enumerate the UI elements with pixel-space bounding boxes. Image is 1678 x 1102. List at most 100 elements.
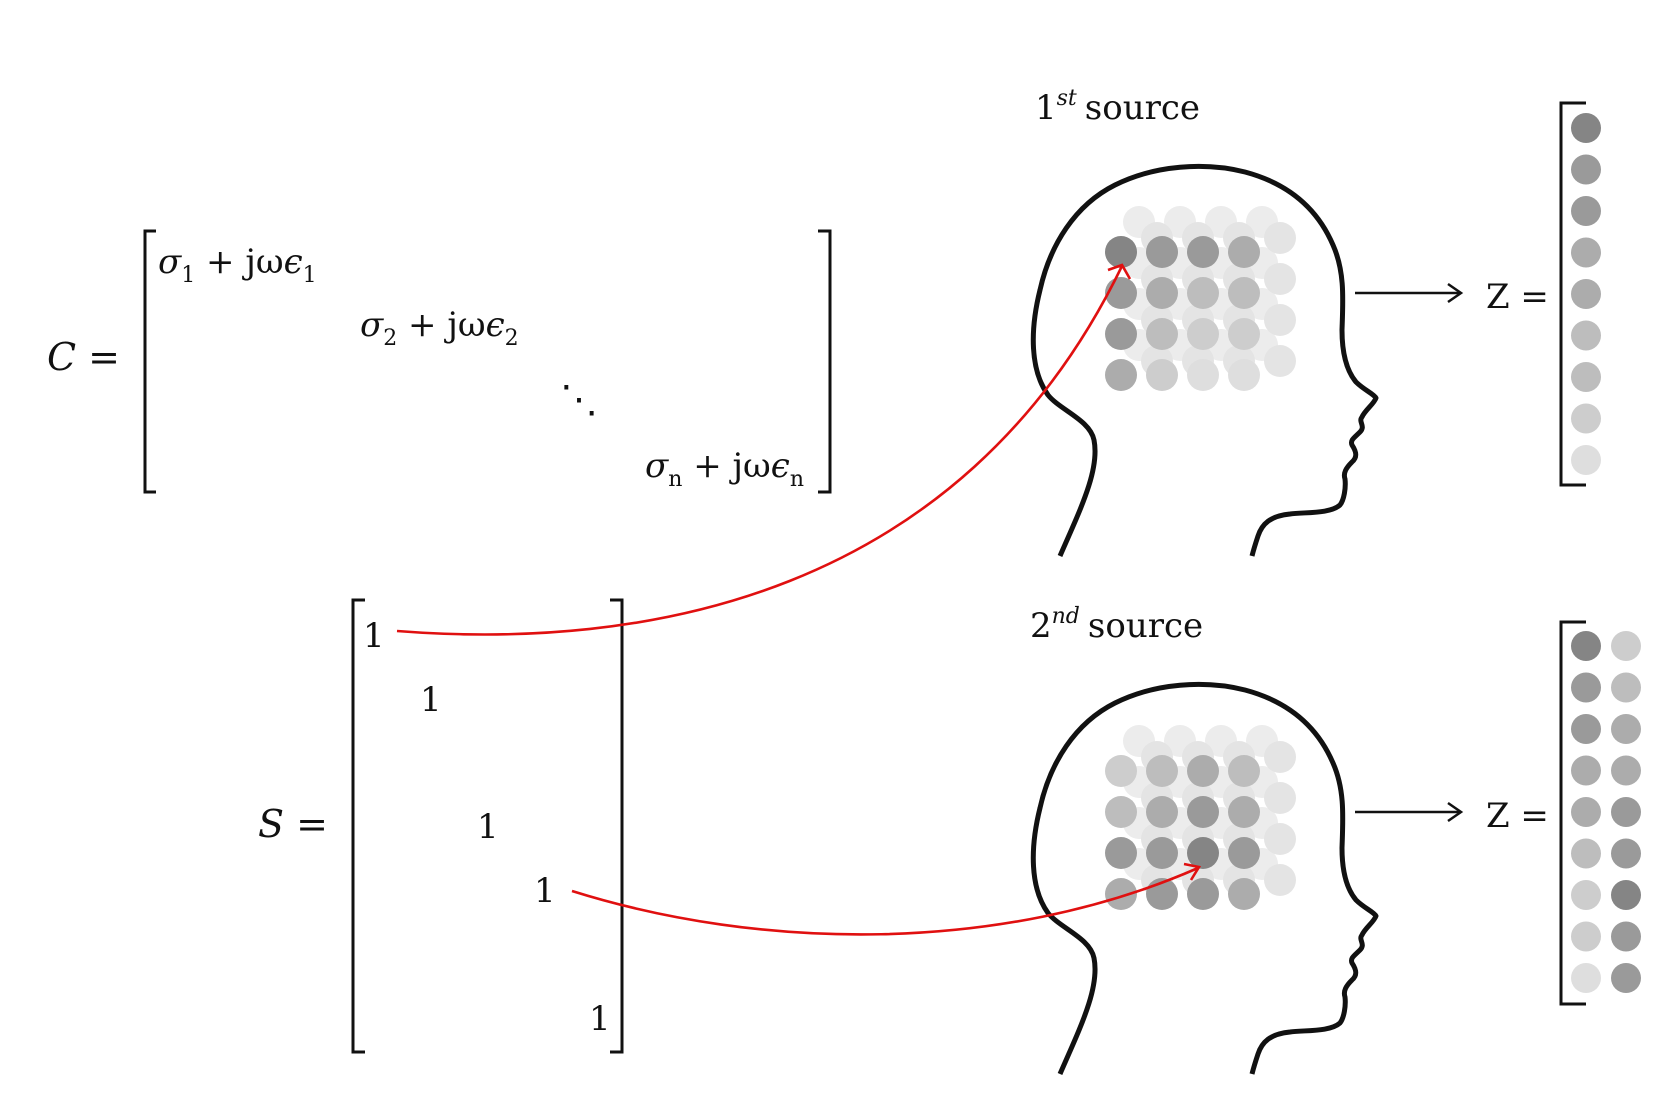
z-entry-dot — [1571, 755, 1601, 786]
electrode — [1146, 359, 1178, 391]
z-entry-dot — [1571, 196, 1601, 226]
electrode-grid-icon — [1105, 206, 1296, 391]
matrix-s-entry: 1 — [589, 999, 611, 1039]
z-vector-1 — [1559, 101, 1601, 487]
electrode — [1146, 318, 1178, 350]
electrode-back — [1264, 864, 1296, 896]
z-entry-dot — [1571, 320, 1601, 351]
electrode — [1146, 277, 1178, 309]
matrix-c-lhs: C = — [47, 335, 120, 379]
z-entry-dot — [1571, 838, 1601, 869]
matrix-s-lhs: S = — [258, 802, 328, 846]
z-entry-dot — [1611, 880, 1641, 910]
electrode-back — [1264, 222, 1296, 254]
electrode-back — [1264, 782, 1296, 814]
arrow-head-icon — [1183, 862, 1202, 881]
z-entry-dot — [1611, 672, 1641, 703]
matrix-c-entry-2: σ2 + jωϵ2 — [360, 305, 519, 351]
z-entry-dot — [1571, 631, 1601, 661]
matrix-s-entry: 1 — [363, 616, 385, 656]
z-entry-dot — [1571, 445, 1601, 475]
electrode-back — [1264, 345, 1296, 377]
electrode-grid-icon — [1105, 725, 1296, 910]
electrode — [1187, 359, 1219, 391]
matrix-c-diagonal-dots: ⋱ — [560, 377, 598, 421]
electrode — [1187, 277, 1219, 309]
z-entry-dot — [1571, 279, 1601, 309]
electrode — [1187, 796, 1219, 828]
electrode — [1105, 796, 1137, 828]
z-vector-bracket — [1559, 101, 1586, 487]
arrow-right-icon — [1355, 801, 1464, 823]
electrode — [1146, 755, 1178, 787]
electrode — [1187, 837, 1219, 869]
electrode — [1228, 755, 1260, 787]
z-entry-dot — [1611, 797, 1641, 827]
electrode — [1105, 277, 1137, 309]
electrode-back — [1264, 823, 1296, 855]
z-entry-dot — [1571, 921, 1601, 952]
electrode — [1146, 796, 1178, 828]
z-vector-bracket — [1559, 620, 1586, 1006]
electrode — [1146, 236, 1178, 268]
matrix-s-left-bracket — [351, 598, 365, 1054]
matrix-c-entry-1: σ1 + jωϵ1 — [158, 242, 317, 288]
electrode — [1228, 878, 1260, 910]
z-entry-dot — [1571, 403, 1601, 434]
z-label-2: Z = — [1486, 796, 1549, 836]
z-entry-dot — [1571, 797, 1601, 827]
electrode — [1105, 359, 1137, 391]
z-entry-dot — [1611, 631, 1641, 661]
electrode-back — [1264, 263, 1296, 295]
matrix-s-right-bracket — [610, 598, 624, 1054]
electrode — [1187, 236, 1219, 268]
arrow-right-icon — [1355, 282, 1464, 304]
link-arrow-source-1 — [396, 265, 1124, 636]
electrode — [1228, 236, 1260, 268]
matrix-s-entry: 1 — [477, 807, 499, 847]
electrode-back — [1264, 741, 1296, 773]
matrix-c-entry-n: σn + jωϵn — [645, 446, 804, 492]
matrix-s-entry: 1 — [534, 871, 556, 911]
electrode — [1228, 796, 1260, 828]
z-entry-dot — [1571, 963, 1601, 993]
z-label-1: Z = — [1486, 277, 1549, 317]
electrode — [1187, 755, 1219, 787]
z-entry-dot — [1571, 672, 1601, 703]
z-entry-dot — [1571, 113, 1601, 143]
arrow-head-icon — [1107, 263, 1132, 280]
electrode — [1105, 837, 1137, 869]
electrode — [1105, 236, 1137, 268]
electrode — [1228, 359, 1260, 391]
z-entry-dot — [1571, 362, 1601, 392]
electrode — [1228, 318, 1260, 350]
matrix-c-left-bracket — [143, 229, 156, 494]
electrode — [1105, 755, 1137, 787]
matrix-c-right-bracket — [818, 229, 832, 494]
electrode — [1228, 837, 1260, 869]
z-vector-2 — [1559, 620, 1641, 1006]
electrode — [1187, 878, 1219, 910]
electrode — [1228, 277, 1260, 309]
z-entry-dot — [1571, 714, 1601, 744]
z-entry-dot — [1571, 154, 1601, 185]
electrode — [1146, 837, 1178, 869]
z-entry-dot — [1611, 714, 1641, 744]
matrix-c: C = σ1 + jωϵ1 σ2 + jωϵ2 ⋱ σn + jωϵn — [47, 229, 832, 494]
link-arrow-source-2 — [571, 866, 1199, 936]
electrode-back — [1264, 304, 1296, 336]
z-entry-dot — [1571, 880, 1601, 910]
electrode — [1105, 878, 1137, 910]
z-entry-dot — [1611, 838, 1641, 869]
electrode — [1187, 318, 1219, 350]
matrix-s-entry: 1 — [420, 680, 442, 720]
z-entry-dot — [1611, 921, 1641, 952]
z-entry-dot — [1571, 237, 1601, 268]
z-entry-dot — [1611, 755, 1641, 786]
matrix-s: S = 1 1 1 1 1 — [258, 598, 624, 1054]
z-entry-dot — [1611, 963, 1641, 993]
